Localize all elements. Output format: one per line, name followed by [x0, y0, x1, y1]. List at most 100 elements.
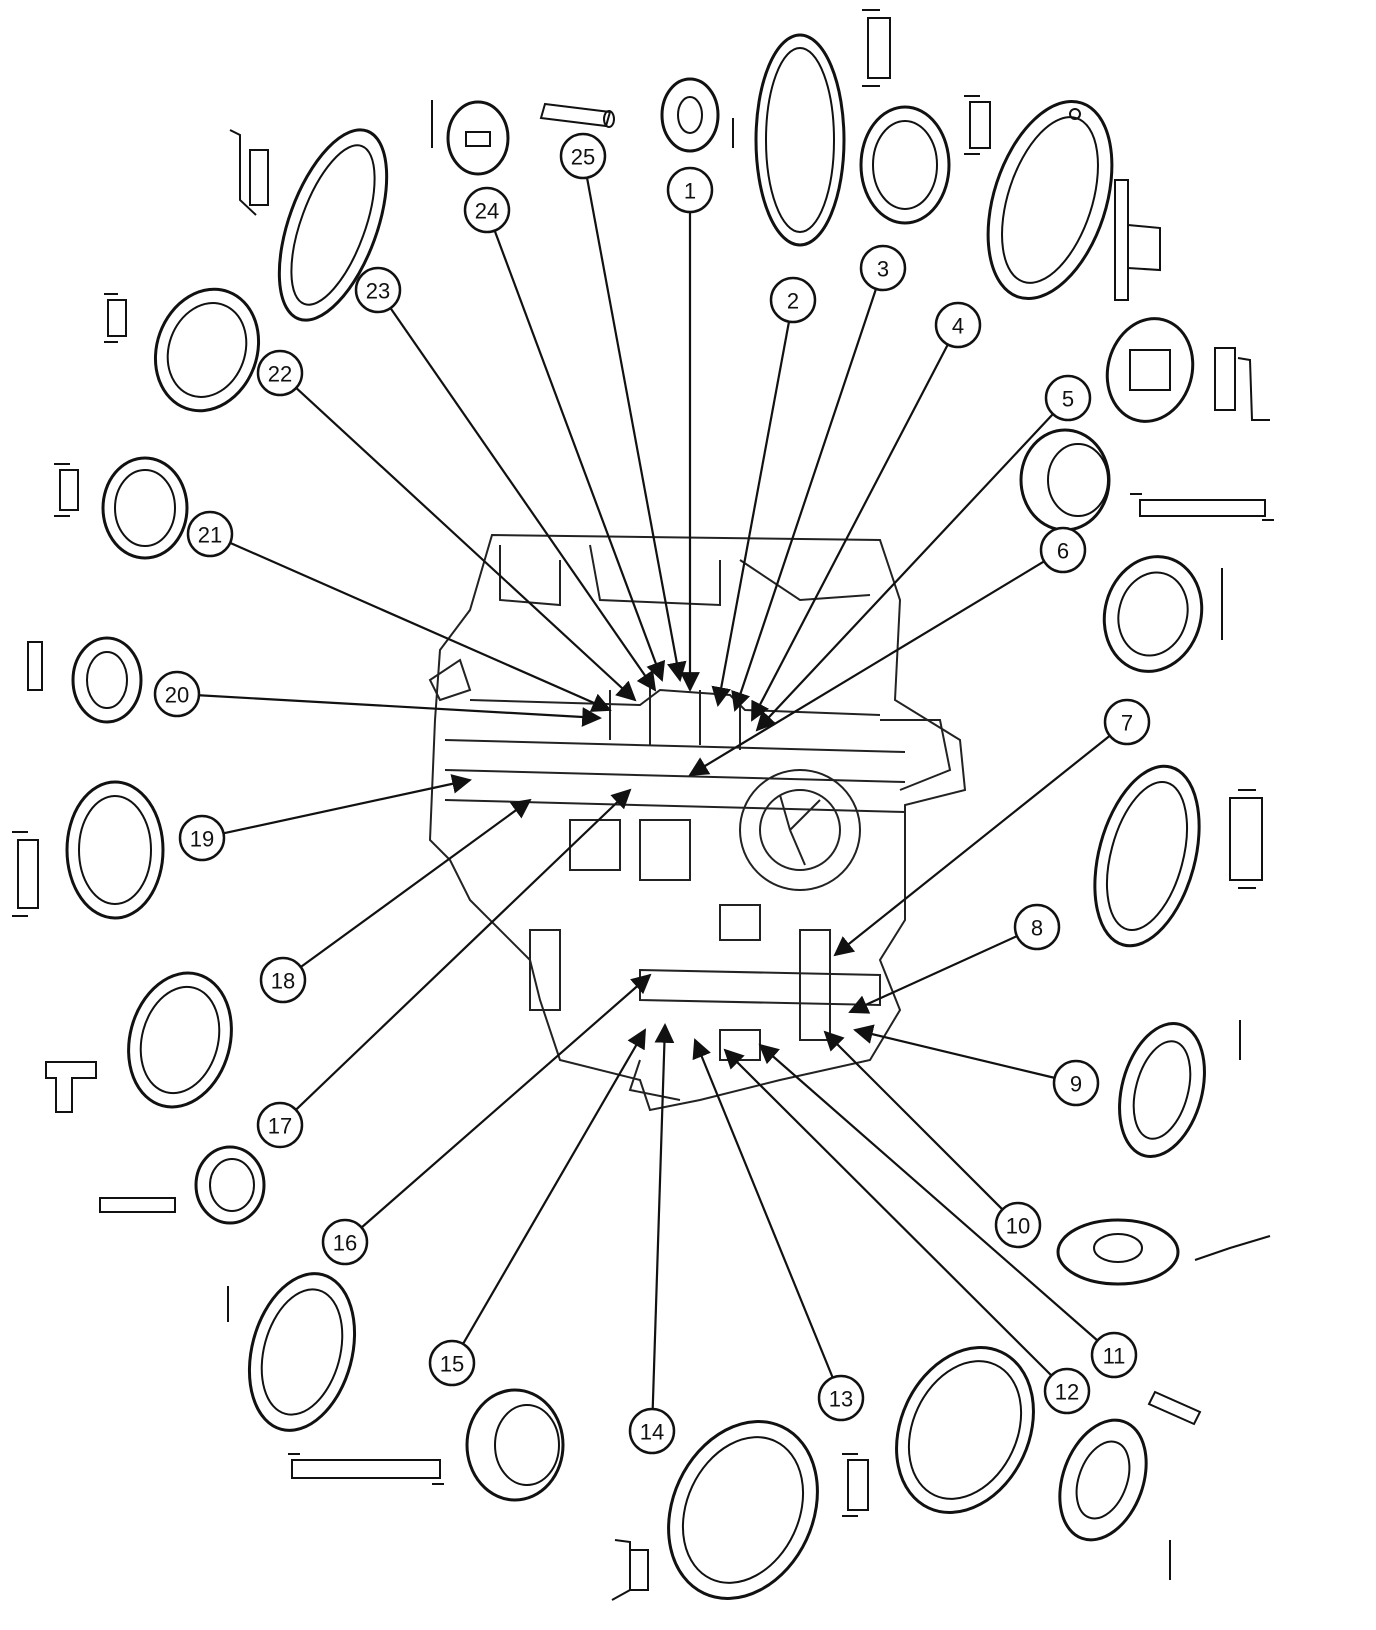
callout-circle-11	[1090, 1331, 1138, 1379]
callout-circle-8	[1013, 903, 1061, 951]
exploded-parts	[12, 9, 1274, 1601]
needle-bearing-14	[611, 1539, 649, 1601]
roll-pin	[1147, 1390, 1202, 1580]
leader-line-14	[651, 1023, 675, 1410]
leader-line-12	[723, 1048, 1053, 1377]
callout-number-16: 16	[333, 1231, 357, 1256]
leader-line-2	[711, 321, 791, 707]
leader-line-10	[823, 1030, 1004, 1211]
thrust-washer-3	[859, 105, 951, 225]
thrust-washer-9	[1118, 1020, 1241, 1158]
leader-line-8	[848, 935, 1018, 1014]
callout-circle-6	[1039, 526, 1087, 574]
needle-bearing-24	[229, 129, 269, 216]
leader-line-3	[731, 288, 878, 712]
roller-bearing-6	[1019, 428, 1111, 532]
needle-bearing-13	[842, 1453, 869, 1517]
thrust-washer-21	[101, 456, 189, 560]
leader-line-15	[462, 1028, 646, 1345]
callout-numbers: 1234567891011121314151617181920212223242…	[153, 132, 1151, 1455]
callout-circle-3	[859, 244, 907, 292]
leader-lines	[198, 177, 1111, 1410]
callout-number-25: 25	[571, 145, 595, 170]
thrust-washer-14	[667, 1420, 819, 1600]
needle-bearing-23	[104, 293, 127, 343]
callout-number-5: 5	[1062, 387, 1074, 412]
callout-number-3: 3	[877, 257, 889, 282]
needle-bearing-5	[1214, 347, 1270, 421]
callout-number-1: 1	[684, 179, 696, 204]
callout-circle-21	[186, 510, 234, 558]
callout-number-23: 23	[366, 279, 390, 304]
callout-number-6: 6	[1057, 539, 1069, 564]
thrust-washer-12	[895, 1345, 1035, 1515]
seal-ring-2	[754, 33, 846, 247]
leader-line-9	[853, 1024, 1055, 1079]
callout-number-15: 15	[440, 1352, 464, 1377]
leader-line-18	[300, 798, 532, 968]
callout-circle-10	[994, 1201, 1042, 1249]
tabbed-washer-4	[986, 99, 1114, 301]
leader-line-11	[758, 1043, 1099, 1342]
roller-bearing-17	[99, 1145, 266, 1225]
t-bracket	[45, 1061, 97, 1113]
callout-number-11: 11	[1103, 1344, 1126, 1369]
thrust-washer-20	[71, 636, 143, 724]
needle-bearing-20	[27, 641, 43, 691]
needle-bearing-15	[288, 1453, 444, 1485]
roller-bearing-15	[465, 1388, 565, 1502]
callout-circle-17	[256, 1101, 304, 1149]
thrust-washer-8	[1093, 764, 1201, 948]
dowel-pin	[539, 102, 615, 128]
callout-number-14: 14	[640, 1420, 664, 1445]
thrust-washer-22	[153, 287, 261, 413]
callout-circle-5	[1044, 374, 1092, 422]
leader-line-5	[755, 413, 1054, 732]
callout-circle-4	[934, 301, 982, 349]
callout-number-17: 17	[268, 1114, 292, 1139]
tabbed-washer-5	[1105, 317, 1195, 423]
leader-line-19	[223, 774, 472, 835]
callout-circle-9	[1052, 1059, 1100, 1107]
callout-number-24: 24	[475, 199, 499, 224]
needle-bearing-6	[1130, 493, 1274, 521]
callout-circle-18	[259, 956, 307, 1004]
leader-line-16	[360, 973, 652, 1229]
callout-circle-13	[817, 1374, 865, 1422]
callout-number-2: 2	[787, 289, 799, 314]
callout-number-13: 13	[829, 1387, 853, 1412]
spacer-block	[1114, 179, 1161, 301]
callout-circle-2	[769, 276, 817, 324]
leader-line-6	[688, 560, 1045, 777]
thrust-washer-24	[277, 128, 389, 322]
callout-number-22: 22	[268, 362, 292, 387]
callout-number-7: 7	[1121, 711, 1133, 736]
leader-line-4	[751, 343, 949, 722]
thrust-washer-25	[431, 100, 510, 176]
flanged-bushing-10	[1056, 1218, 1271, 1286]
callout-circle-19	[178, 814, 226, 862]
thrust-washer-7	[1102, 555, 1223, 673]
callout-circle-1	[666, 166, 714, 214]
thrust-washer-11	[1058, 1418, 1148, 1542]
callout-circle-22	[256, 349, 304, 397]
callout-circle-12	[1043, 1367, 1091, 1415]
leader-line-23	[389, 307, 657, 692]
callout-number-19: 19	[190, 827, 214, 852]
thrust-washer-19	[65, 780, 165, 920]
tabbed-washer-18	[127, 971, 233, 1109]
callout-circle-24	[463, 186, 511, 234]
needle-bearing-3	[964, 95, 991, 155]
callout-circle-23	[354, 266, 402, 314]
leader-line-17	[295, 788, 632, 1111]
leader-line-7	[833, 734, 1111, 957]
leader-line-13	[692, 1038, 834, 1379]
callout-number-10: 10	[1006, 1214, 1030, 1239]
callout-circle-16	[321, 1218, 369, 1266]
callout-circle-14	[628, 1407, 676, 1455]
thrust-washer-16	[227, 1272, 357, 1432]
leader-line-21	[229, 541, 612, 712]
callout-number-21: 21	[198, 523, 222, 548]
callout-circle-15	[428, 1339, 476, 1387]
